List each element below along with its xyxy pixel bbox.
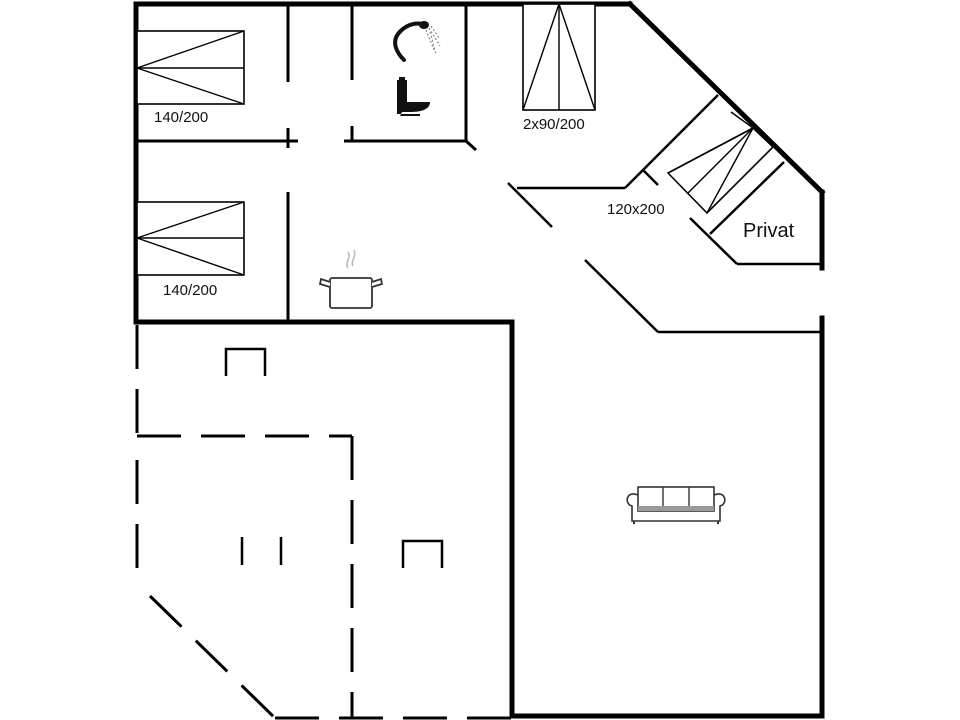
shower-icon (393, 21, 441, 62)
toilet-icon (397, 77, 430, 116)
private-room-label: Privat (743, 220, 795, 242)
cooking-pot-icon (318, 249, 384, 309)
double-bed-icon (136, 30, 245, 105)
sofa-icon (626, 486, 726, 524)
terrace-outline (135, 325, 512, 720)
double-bed-icon (666, 111, 775, 215)
bedroom-1: 140/200 (136, 30, 245, 126)
twin-beds-icon (522, 3, 596, 111)
bathroom (393, 21, 441, 116)
kitchen (318, 249, 384, 309)
double-bed-icon (136, 201, 245, 276)
bedroom-4: 120x200 (607, 111, 775, 218)
bed-size-label: 2x90/200 (523, 116, 585, 133)
bed-size-label: 120x200 (607, 201, 665, 218)
bed-size-label: 140/200 (163, 282, 217, 299)
living-room (626, 486, 726, 524)
bedroom-2: 140/200 (136, 201, 245, 299)
private-room: Privat (743, 220, 795, 242)
bed-size-label: 140/200 (154, 109, 208, 126)
bedroom-3: 2x90/200 (522, 3, 596, 133)
inner-walls (136, 4, 822, 334)
outer-walls (133, 0, 826, 719)
